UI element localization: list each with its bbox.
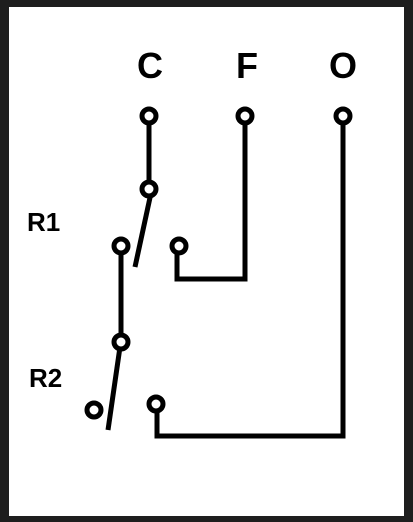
wire-o-to-r2-contact: [154, 120, 346, 439]
r2-contact-right-node: [146, 394, 166, 414]
r2-contact-left-node: [84, 400, 104, 420]
terminal-label-o: O: [329, 45, 357, 86]
terminal-node-c: [139, 106, 159, 126]
relay-label-r1: R1: [27, 207, 60, 237]
r1-contact-left-node: [111, 236, 131, 256]
r1-switch-arm: [132, 192, 154, 268]
relay-label-r2: R2: [29, 363, 62, 393]
terminal-node-f: [235, 106, 255, 126]
terminal-label-f: F: [236, 45, 258, 86]
diagram-canvas: [9, 7, 404, 516]
terminal-node-o: [333, 106, 353, 126]
r1-pivot-node: [139, 179, 159, 199]
r2-switch-arm: [105, 346, 123, 431]
r1-contact-right-node: [169, 236, 189, 256]
terminal-label-c: C: [137, 45, 163, 86]
wire-f-to-r1-contact: [174, 120, 248, 282]
r2-pivot-node: [111, 332, 131, 352]
